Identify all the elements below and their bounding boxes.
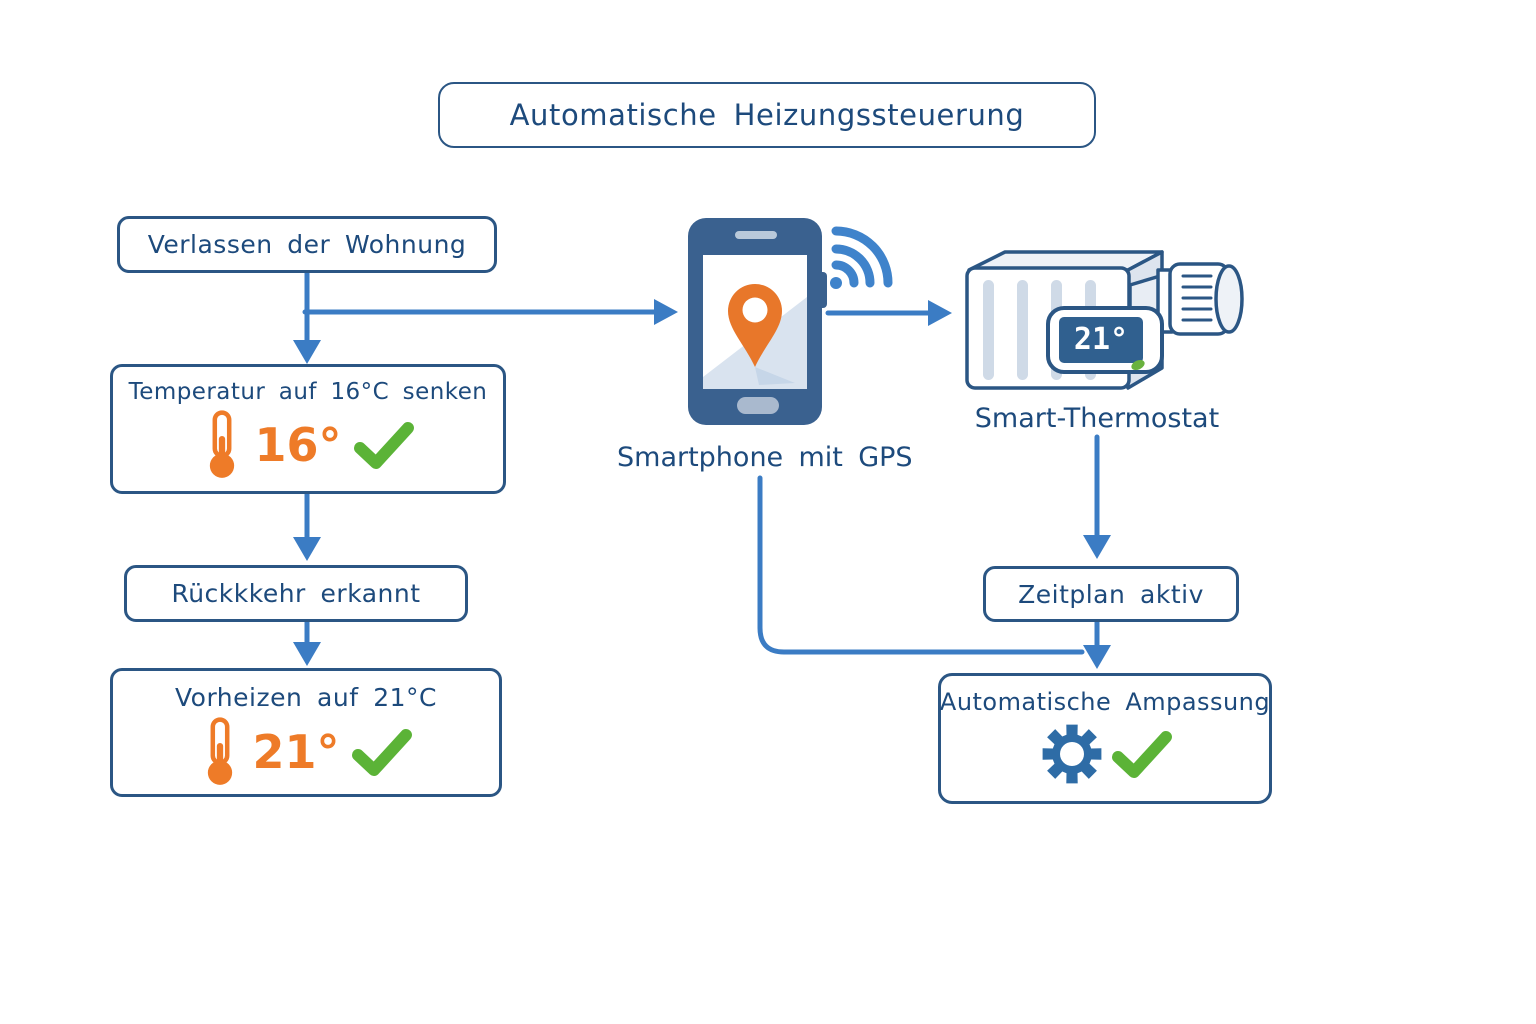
- thermometer-icon: [210, 410, 235, 478]
- temperature-value: 21°: [252, 725, 340, 779]
- thermostat-display: 21°: [1046, 306, 1164, 374]
- temperature-status-row: 21°: [200, 716, 412, 788]
- node-label: Verlassen der Wohnung: [147, 230, 467, 259]
- arrowhead: [293, 340, 321, 364]
- adjustment-status-row: [1038, 720, 1172, 788]
- check-icon: [353, 422, 414, 469]
- arrowhead: [1083, 535, 1111, 559]
- node-verlassen-der-wohnung: Verlassen der Wohnung: [117, 216, 497, 273]
- temperature-status-row: 16°: [202, 409, 414, 481]
- connector-smartphone-to-adjustment: [757, 475, 1085, 655]
- smartphone-speaker: [735, 231, 777, 239]
- node-label: Rückkkehr erkannt: [171, 579, 421, 608]
- smartphone-side-button: [818, 272, 827, 308]
- node-label: Temperatur auf 16°C senken: [128, 379, 488, 405]
- node-vorheizen: Vorheizen auf 21°C 21°: [110, 668, 502, 797]
- smartphone-caption: Smartphone mit GPS: [617, 442, 913, 473]
- node-label: Automatische Ampassung: [939, 688, 1271, 716]
- node-automatische-anpassung: Automatische Ampassung: [938, 673, 1272, 804]
- location-pin-icon: [728, 284, 782, 367]
- gear-icon: [1042, 724, 1102, 784]
- map-with-pin: [703, 284, 807, 389]
- thermostat-caption: Smart-Thermostat: [974, 403, 1220, 434]
- arrowhead: [293, 642, 321, 666]
- node-label: Zeitplan aktiv: [1018, 579, 1204, 609]
- node-temperatur-senken: Temperatur auf 16°C senken 16°: [110, 364, 506, 494]
- title-box: Automatische Heizungssteuerung: [438, 82, 1096, 148]
- leaf-icon: [1131, 359, 1145, 371]
- arrowhead: [928, 300, 952, 326]
- arrowhead: [293, 537, 321, 561]
- thermostat-display-value: 21°: [1074, 322, 1128, 357]
- node-label: Vorheizen auf 21°C: [175, 683, 437, 712]
- temperature-value: 16°: [254, 418, 342, 472]
- arrowhead: [654, 299, 678, 325]
- node-rueckkehr-erkannt: Rückkkehr erkannt: [124, 565, 468, 622]
- arrowhead: [1083, 645, 1111, 669]
- check-icon: [351, 729, 412, 776]
- smartphone-screen: [703, 255, 807, 389]
- thermometer-icon: [208, 717, 233, 785]
- smartphone-icon: [688, 218, 827, 425]
- radiator-icon: 21°: [965, 250, 1244, 390]
- node-zeitplan-aktiv: Zeitplan aktiv: [983, 566, 1239, 622]
- smartphone-home-button: [737, 397, 779, 414]
- check-icon: [1112, 731, 1172, 778]
- thermostat-valve: [1128, 262, 1244, 336]
- page-title: Automatische Heizungssteuerung: [509, 98, 1025, 132]
